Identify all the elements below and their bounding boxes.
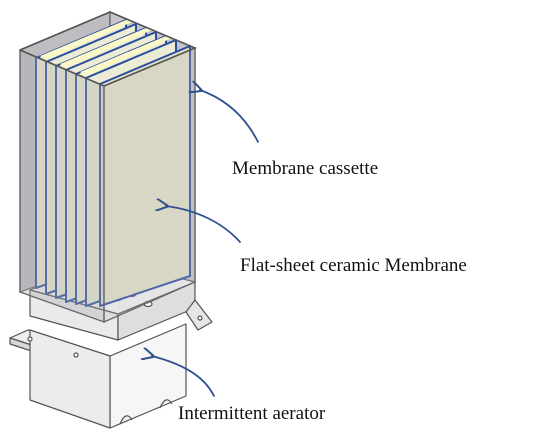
cassette-arrow bbox=[200, 90, 259, 143]
cassette-box-front bbox=[19, 11, 198, 323]
intermittent-aerator-label: Intermittent aerator bbox=[178, 403, 326, 424]
cassette-front-right-face bbox=[103, 47, 196, 323]
aerator-flange-hole-3 bbox=[197, 315, 203, 321]
cassette-top-rim bbox=[19, 11, 198, 87]
membrane-sheet-front bbox=[99, 45, 191, 307]
aerator-lower-left bbox=[29, 329, 111, 429]
aerator-arrow bbox=[152, 356, 215, 397]
aerator-flange-hole-1 bbox=[27, 336, 33, 342]
cassette-front-left-face bbox=[19, 49, 105, 323]
flat-sheet-membrane-label: Flat-sheet ceramic Membrane bbox=[240, 255, 467, 276]
membrane-sheets bbox=[35, 19, 191, 307]
aerator-notch-2 bbox=[159, 399, 173, 409]
membrane-sheet-top bbox=[60, 28, 152, 68]
membrane-cassette-label: Membrane cassette bbox=[232, 158, 379, 179]
membrane-sheet-top bbox=[80, 36, 172, 76]
aerator-flange-hole-2 bbox=[73, 352, 79, 358]
aerator-right-flange bbox=[185, 299, 213, 331]
aerator-lower-front bbox=[109, 323, 187, 429]
aerator-notch-1 bbox=[119, 415, 133, 425]
membrane-arrow bbox=[166, 206, 241, 243]
membrane-sheet-top bbox=[40, 20, 132, 60]
callout-arrows bbox=[152, 90, 259, 397]
